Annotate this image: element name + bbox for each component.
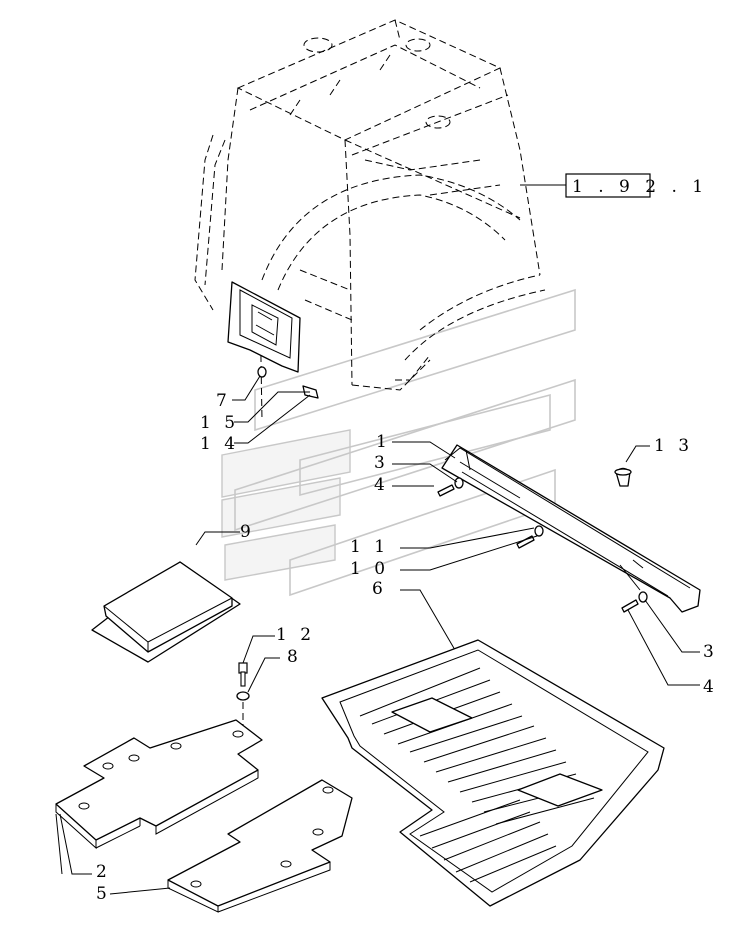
callout-3-upper: 3 [374, 453, 389, 473]
callout-8: 8 [287, 647, 302, 667]
callout-4-upper: 4 [374, 475, 389, 495]
callout-11: 1 1 [350, 537, 389, 557]
callout-4-lower: 4 [703, 677, 718, 697]
callout-6: 6 [372, 579, 387, 599]
side-rail-part-1 [441, 444, 701, 613]
callout-labels: 7 1 5 1 4 1 3 4 1 3 9 1 1 1 0 6 1 2 8 3 … [96, 391, 718, 904]
callout-12: 1 2 [276, 625, 315, 645]
reference-label: 1 . 9 2 . 1 [572, 177, 708, 197]
callout-9: 9 [240, 522, 255, 542]
callout-1: 1 [376, 432, 391, 452]
plug-cap [614, 468, 632, 476]
floor-pad-part-5 [167, 779, 353, 913]
watermark-logo [221, 288, 576, 597]
grommet-part-7 [257, 366, 267, 378]
callout-7: 7 [216, 391, 231, 411]
trim-panel-part [227, 281, 301, 373]
callout-15: 1 5 [200, 413, 239, 433]
floor-mat-part-6 [321, 639, 665, 907]
callout-5: 5 [96, 884, 111, 904]
callout-13: 1 3 [654, 436, 693, 456]
reference-box [565, 173, 651, 198]
floor-pad-part-2 [55, 719, 263, 850]
callout-14: 1 4 [200, 434, 239, 454]
mat-part-9 [91, 561, 241, 663]
callout-2: 2 [96, 862, 111, 882]
callout-3-lower: 3 [703, 642, 718, 662]
screw-set-upper [437, 477, 648, 613]
callout-10: 1 0 [350, 559, 389, 579]
bolt-part-12 [236, 662, 250, 730]
cab-outline [194, 19, 546, 421]
